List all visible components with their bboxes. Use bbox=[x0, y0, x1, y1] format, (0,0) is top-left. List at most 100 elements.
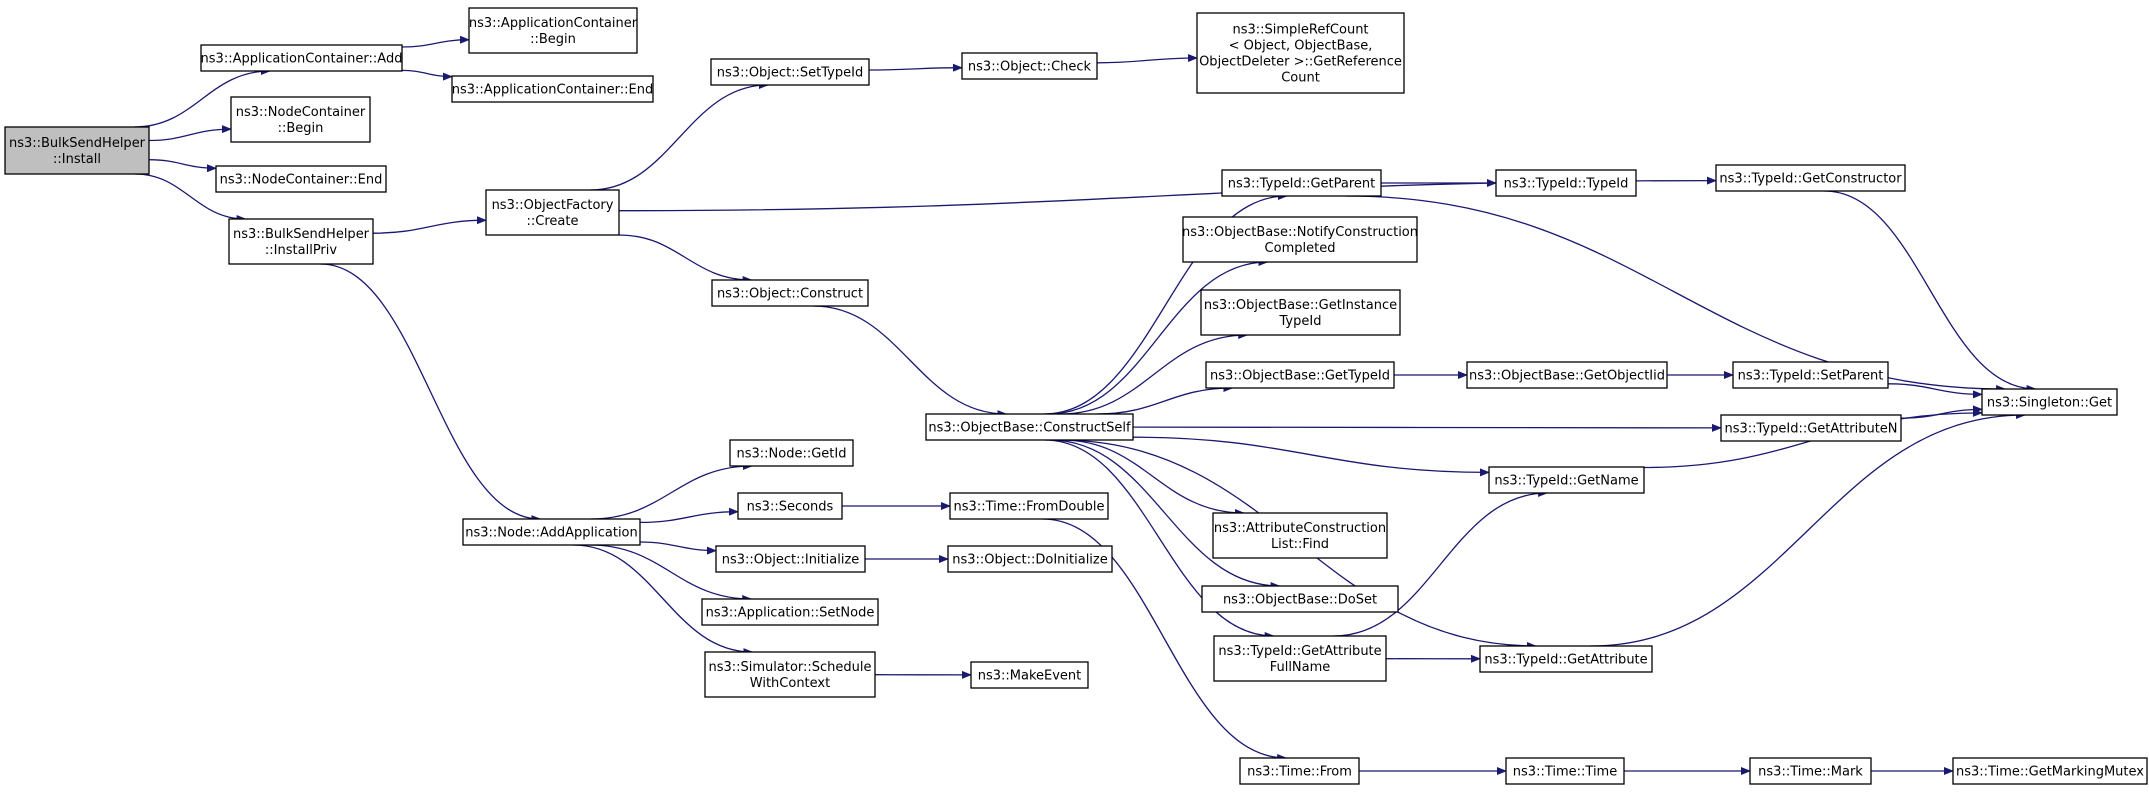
node-box bbox=[468, 7, 638, 54]
node-label: ns3::TypeId::SetParent bbox=[1738, 369, 1884, 384]
node-label: ObjectDeleter >::GetReference bbox=[1199, 55, 1402, 70]
node-ob-constructself[interactable]: ns3::ObjectBase::ConstructSelf bbox=[925, 413, 1134, 441]
node-label: ns3::Application::SetNode bbox=[706, 606, 875, 621]
edge-ob_constructself-to-ob_gettypeid bbox=[1097, 384, 1234, 415]
node-box bbox=[4, 126, 150, 175]
node-obj-settypeid[interactable]: ns3::Object::SetTypeId bbox=[710, 58, 870, 86]
edge-ob_constructself-to-tid_getparent bbox=[1043, 192, 1288, 415]
node-box bbox=[711, 279, 869, 307]
node-nodec-end[interactable]: ns3::NodeContainer::End bbox=[215, 165, 387, 193]
node-label: FullName bbox=[1270, 660, 1331, 675]
node-label: ns3::ObjectFactory bbox=[492, 198, 614, 213]
node-ob-doset[interactable]: ns3::ObjectBase::DoSet bbox=[1201, 585, 1399, 613]
node-box bbox=[1196, 12, 1405, 94]
node-box bbox=[729, 439, 854, 467]
node-label: ::Install bbox=[53, 152, 101, 167]
node-appc-end[interactable]: ns3::ApplicationContainer::End bbox=[451, 75, 654, 103]
node-box bbox=[215, 165, 387, 193]
node-box bbox=[961, 52, 1098, 80]
node-tid-getconstructor[interactable]: ns3::TypeId::GetConstructor bbox=[1715, 164, 1906, 192]
node-obj-construct[interactable]: ns3::Object::Construct bbox=[711, 279, 869, 307]
node-label: ns3::Object::Check bbox=[968, 60, 1092, 75]
node-box bbox=[949, 492, 1109, 520]
node-label: ns3::BulkSendHelper bbox=[9, 136, 146, 151]
node-installpriv[interactable]: ns3::BulkSendHelper::InstallPriv bbox=[228, 218, 374, 265]
node-label: ns3::Node::GetId bbox=[737, 447, 847, 462]
node-tid-setparent[interactable]: ns3::TypeId::SetParent bbox=[1732, 361, 1889, 389]
node-box bbox=[1201, 585, 1399, 613]
edge-ob_constructself-to-tid_getattrfull bbox=[1044, 439, 1275, 640]
node-label: ns3::ObjectBase::GetInstance bbox=[1204, 298, 1397, 313]
node-singleton-get[interactable]: ns3::Singleton::Get bbox=[1981, 388, 2118, 416]
node-tid-getname[interactable]: ns3::TypeId::GetName bbox=[1488, 466, 1645, 494]
node-node-getid[interactable]: ns3::Node::GetId bbox=[729, 439, 854, 467]
node-label: TypeId bbox=[1279, 314, 1322, 329]
node-box bbox=[1479, 645, 1653, 673]
node-obj-doinit[interactable]: ns3::Object::DoInitialize bbox=[947, 545, 1113, 573]
node-obj-initialize[interactable]: ns3::Object::Initialize bbox=[715, 545, 866, 573]
edge-tid_setparent-to-singleton_get bbox=[1887, 383, 1983, 399]
node-label: ns3::TypeId::GetName bbox=[1494, 474, 1638, 489]
node-label: ns3::TypeId::GetAttributeN bbox=[1724, 422, 1897, 437]
edge-ob_constructself-to-tid_getname bbox=[1132, 436, 1490, 477]
node-time-from[interactable]: ns3::Time::From bbox=[1239, 757, 1360, 785]
node-obj-check[interactable]: ns3::Object::Check bbox=[961, 52, 1098, 80]
node-label: ns3::TypeId::GetAttribute bbox=[1484, 653, 1647, 668]
node-box bbox=[1200, 289, 1401, 336]
node-time-mark[interactable]: ns3::Time::Mark bbox=[1749, 757, 1872, 785]
node-ob-notify[interactable]: ns3::ObjectBase::NotifyConstructionCompl… bbox=[1182, 216, 1418, 263]
node-label: ns3::Time::From bbox=[1247, 765, 1352, 780]
node-nodec-begin[interactable]: ns3::NodeContainer::Begin bbox=[230, 96, 371, 143]
node-addapp[interactable]: ns3::Node::AddApplication bbox=[462, 518, 641, 546]
node-makeevent[interactable]: ns3::MakeEvent bbox=[970, 661, 1089, 689]
node-box bbox=[1505, 757, 1625, 785]
node-time-getmarkingmutex[interactable]: ns3::Time::GetMarkingMutex bbox=[1952, 757, 2148, 785]
node-label: ns3::TypeId::GetAttribute bbox=[1218, 644, 1381, 659]
node-install[interactable]: ns3::BulkSendHelper::Install bbox=[4, 126, 150, 175]
node-app-setnode[interactable]: ns3::Application::SetNode bbox=[701, 598, 879, 626]
edge-ob_constructself-to-tid_getattributen bbox=[1132, 423, 1722, 432]
node-ob-gettypeid[interactable]: ns3::ObjectBase::GetTypeId bbox=[1205, 361, 1395, 389]
node-box bbox=[1205, 361, 1395, 389]
node-ob-getobjectiid[interactable]: ns3::ObjectBase::GetObjectIid bbox=[1466, 361, 1668, 389]
node-label: ns3::ApplicationContainer bbox=[469, 16, 638, 31]
node-tid-getparent[interactable]: ns3::TypeId::GetParent bbox=[1221, 169, 1382, 197]
node-label: ns3::Object::Construct bbox=[717, 287, 863, 302]
node-label: ns3::BulkSendHelper bbox=[233, 227, 370, 242]
node-label: WithContext bbox=[750, 676, 830, 691]
node-label: ns3::TypeId::TypeId bbox=[1504, 177, 1629, 192]
node-tid-getattributen[interactable]: ns3::TypeId::GetAttributeN bbox=[1720, 414, 1902, 442]
node-label: ns3::Simulator::Schedule bbox=[708, 660, 871, 675]
node-label: ns3::ObjectBase::DoSet bbox=[1223, 593, 1377, 608]
node-label: ns3::Time::GetMarkingMutex bbox=[1956, 765, 2144, 780]
node-appc-add[interactable]: ns3::ApplicationContainer::Add bbox=[200, 44, 403, 72]
edge-of_create-to-obj_settypeid bbox=[590, 81, 769, 191]
node-appc-begin[interactable]: ns3::ApplicationContainer::Begin bbox=[468, 7, 638, 54]
edge-addapp-to-node_getid bbox=[590, 462, 753, 520]
node-label: ns3::AttributeConstruction bbox=[1214, 521, 1386, 536]
node-box bbox=[947, 545, 1113, 573]
node-srcount[interactable]: ns3::SimpleRefCount< Object, ObjectBase,… bbox=[1196, 12, 1405, 94]
node-box bbox=[1495, 169, 1637, 197]
node-label: ns3::Node::AddApplication bbox=[465, 526, 638, 541]
node-time-time[interactable]: ns3::Time::Time bbox=[1505, 757, 1625, 785]
node-tid-typeid[interactable]: ns3::TypeId::TypeId bbox=[1495, 169, 1637, 197]
node-label: ns3::MakeEvent bbox=[978, 669, 1082, 684]
node-of-create[interactable]: ns3::ObjectFactory::Create bbox=[485, 189, 620, 236]
node-seconds[interactable]: ns3::Seconds bbox=[737, 492, 843, 520]
node-label: ns3::TypeId::GetConstructor bbox=[1719, 172, 1902, 187]
node-tid-getattribute[interactable]: ns3::TypeId::GetAttribute bbox=[1479, 645, 1653, 673]
node-box bbox=[1239, 757, 1360, 785]
node-box bbox=[701, 598, 879, 626]
node-label: ns3::ObjectBase::ConstructSelf bbox=[928, 421, 1131, 436]
edge-addapp-to-sim_schedule bbox=[573, 544, 754, 656]
node-time-fromdouble[interactable]: ns3::Time::FromDouble bbox=[949, 492, 1109, 520]
node-box bbox=[485, 189, 620, 236]
edge-tid_getconstructor-to-singleton_get bbox=[1824, 190, 2037, 393]
edge-obj_settypeid-to-obj_check bbox=[868, 63, 963, 72]
node-box bbox=[462, 518, 641, 546]
